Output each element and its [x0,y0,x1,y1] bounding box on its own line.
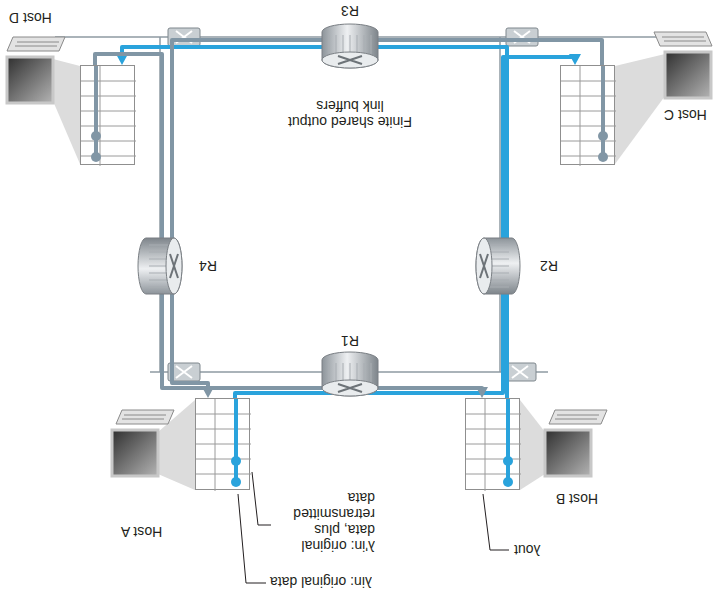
annotation-label: λout [514,542,540,558]
packet-dot [91,152,101,162]
router-node: R1 [322,352,378,396]
packet-dot [598,131,608,141]
host-label: Host C [664,107,707,123]
host-label: Host A [121,524,162,540]
router-body [322,24,378,68]
buffer-row [561,141,616,142]
buffer-row [466,459,521,460]
router-symbol [138,238,182,294]
packet-dot [91,131,101,141]
router-symbol [476,238,520,294]
router-arrows [480,254,488,278]
packet-dot [231,477,241,487]
buffer-row [196,414,251,415]
router-symbol [322,352,378,396]
router-arrows [338,384,362,392]
flow-line [235,56,575,398]
buffer-row [81,96,136,97]
router-label: R1 [341,333,359,349]
buffer-row [466,414,521,415]
router-node: R2 [476,238,520,294]
router-label: R2 [540,258,558,274]
host-label: Host B [556,491,598,507]
buffer-column [485,399,486,491]
host-projection [53,54,665,490]
buffer-row [81,156,136,157]
packet-dot [598,152,608,162]
link-line [55,37,668,372]
router-symbol [322,24,378,68]
buffer-grid [466,399,521,491]
buffer-column [215,399,216,491]
buffer-column [580,66,581,166]
buffer-row [466,474,521,475]
annotation-label: Finite shared output link buffers [286,98,414,130]
router-node: R4 [138,238,182,294]
router-arrows [170,254,178,278]
buffer-row [196,459,251,460]
buffer-row [561,126,616,127]
host-buffer: Host C [560,65,615,165]
router-label: R4 [199,258,217,274]
router-body [138,238,182,294]
buffer-row [466,444,521,445]
flow-connector [95,54,488,398]
flow-connector [172,40,602,398]
flow-line [122,47,507,398]
router-face [322,380,378,396]
packet-dot [503,456,513,466]
buffer-grid [561,66,616,166]
buffer-row [81,81,136,82]
flow-source-line [506,399,510,482]
buffer-row [81,141,136,142]
buffer-row [466,429,521,430]
router-face [476,238,492,294]
router-arrows [338,56,362,64]
host-buffer: Host B [465,398,520,490]
host-buffer: Host D [80,65,135,165]
router-body [322,352,378,396]
buffer-row [561,81,616,82]
flow-connector [235,54,581,398]
buffer-row [196,444,251,445]
buffer-column [100,66,101,166]
flow-connector [116,47,507,398]
flow-source-line [601,66,605,157]
flow-line [172,40,602,389]
buffer-row [196,429,251,430]
router-label: R3 [341,3,359,19]
buffer-row [81,111,136,112]
router-cylinder [476,238,520,294]
annotation-label: λ'in: original data, plus retransmitted … [275,490,375,554]
router-cylinder [322,24,378,68]
buffer-grid [81,66,136,166]
buffer-row [561,111,616,112]
flow-line [95,54,482,389]
buffer-row [561,96,616,97]
buffer-grid [196,399,251,491]
flow-source-line [94,66,98,157]
link-switch [168,28,538,381]
host-buffer: Host A [195,398,250,490]
flow-source-line [234,399,238,482]
annotation-label: λin: original data [270,574,372,590]
packet-dot [503,477,513,487]
router-body [476,238,520,294]
router-face [166,238,182,294]
router-cylinder [322,352,378,396]
computer-keyboard [7,32,712,424]
packet-dot [231,456,241,466]
buffer-row [196,474,251,475]
router-cylinder [138,238,182,294]
computer-monitor [7,52,711,476]
router-node: R3 [322,24,378,68]
router-face [322,52,378,68]
buffer-row [81,126,136,127]
host-label: Host D [9,10,52,26]
